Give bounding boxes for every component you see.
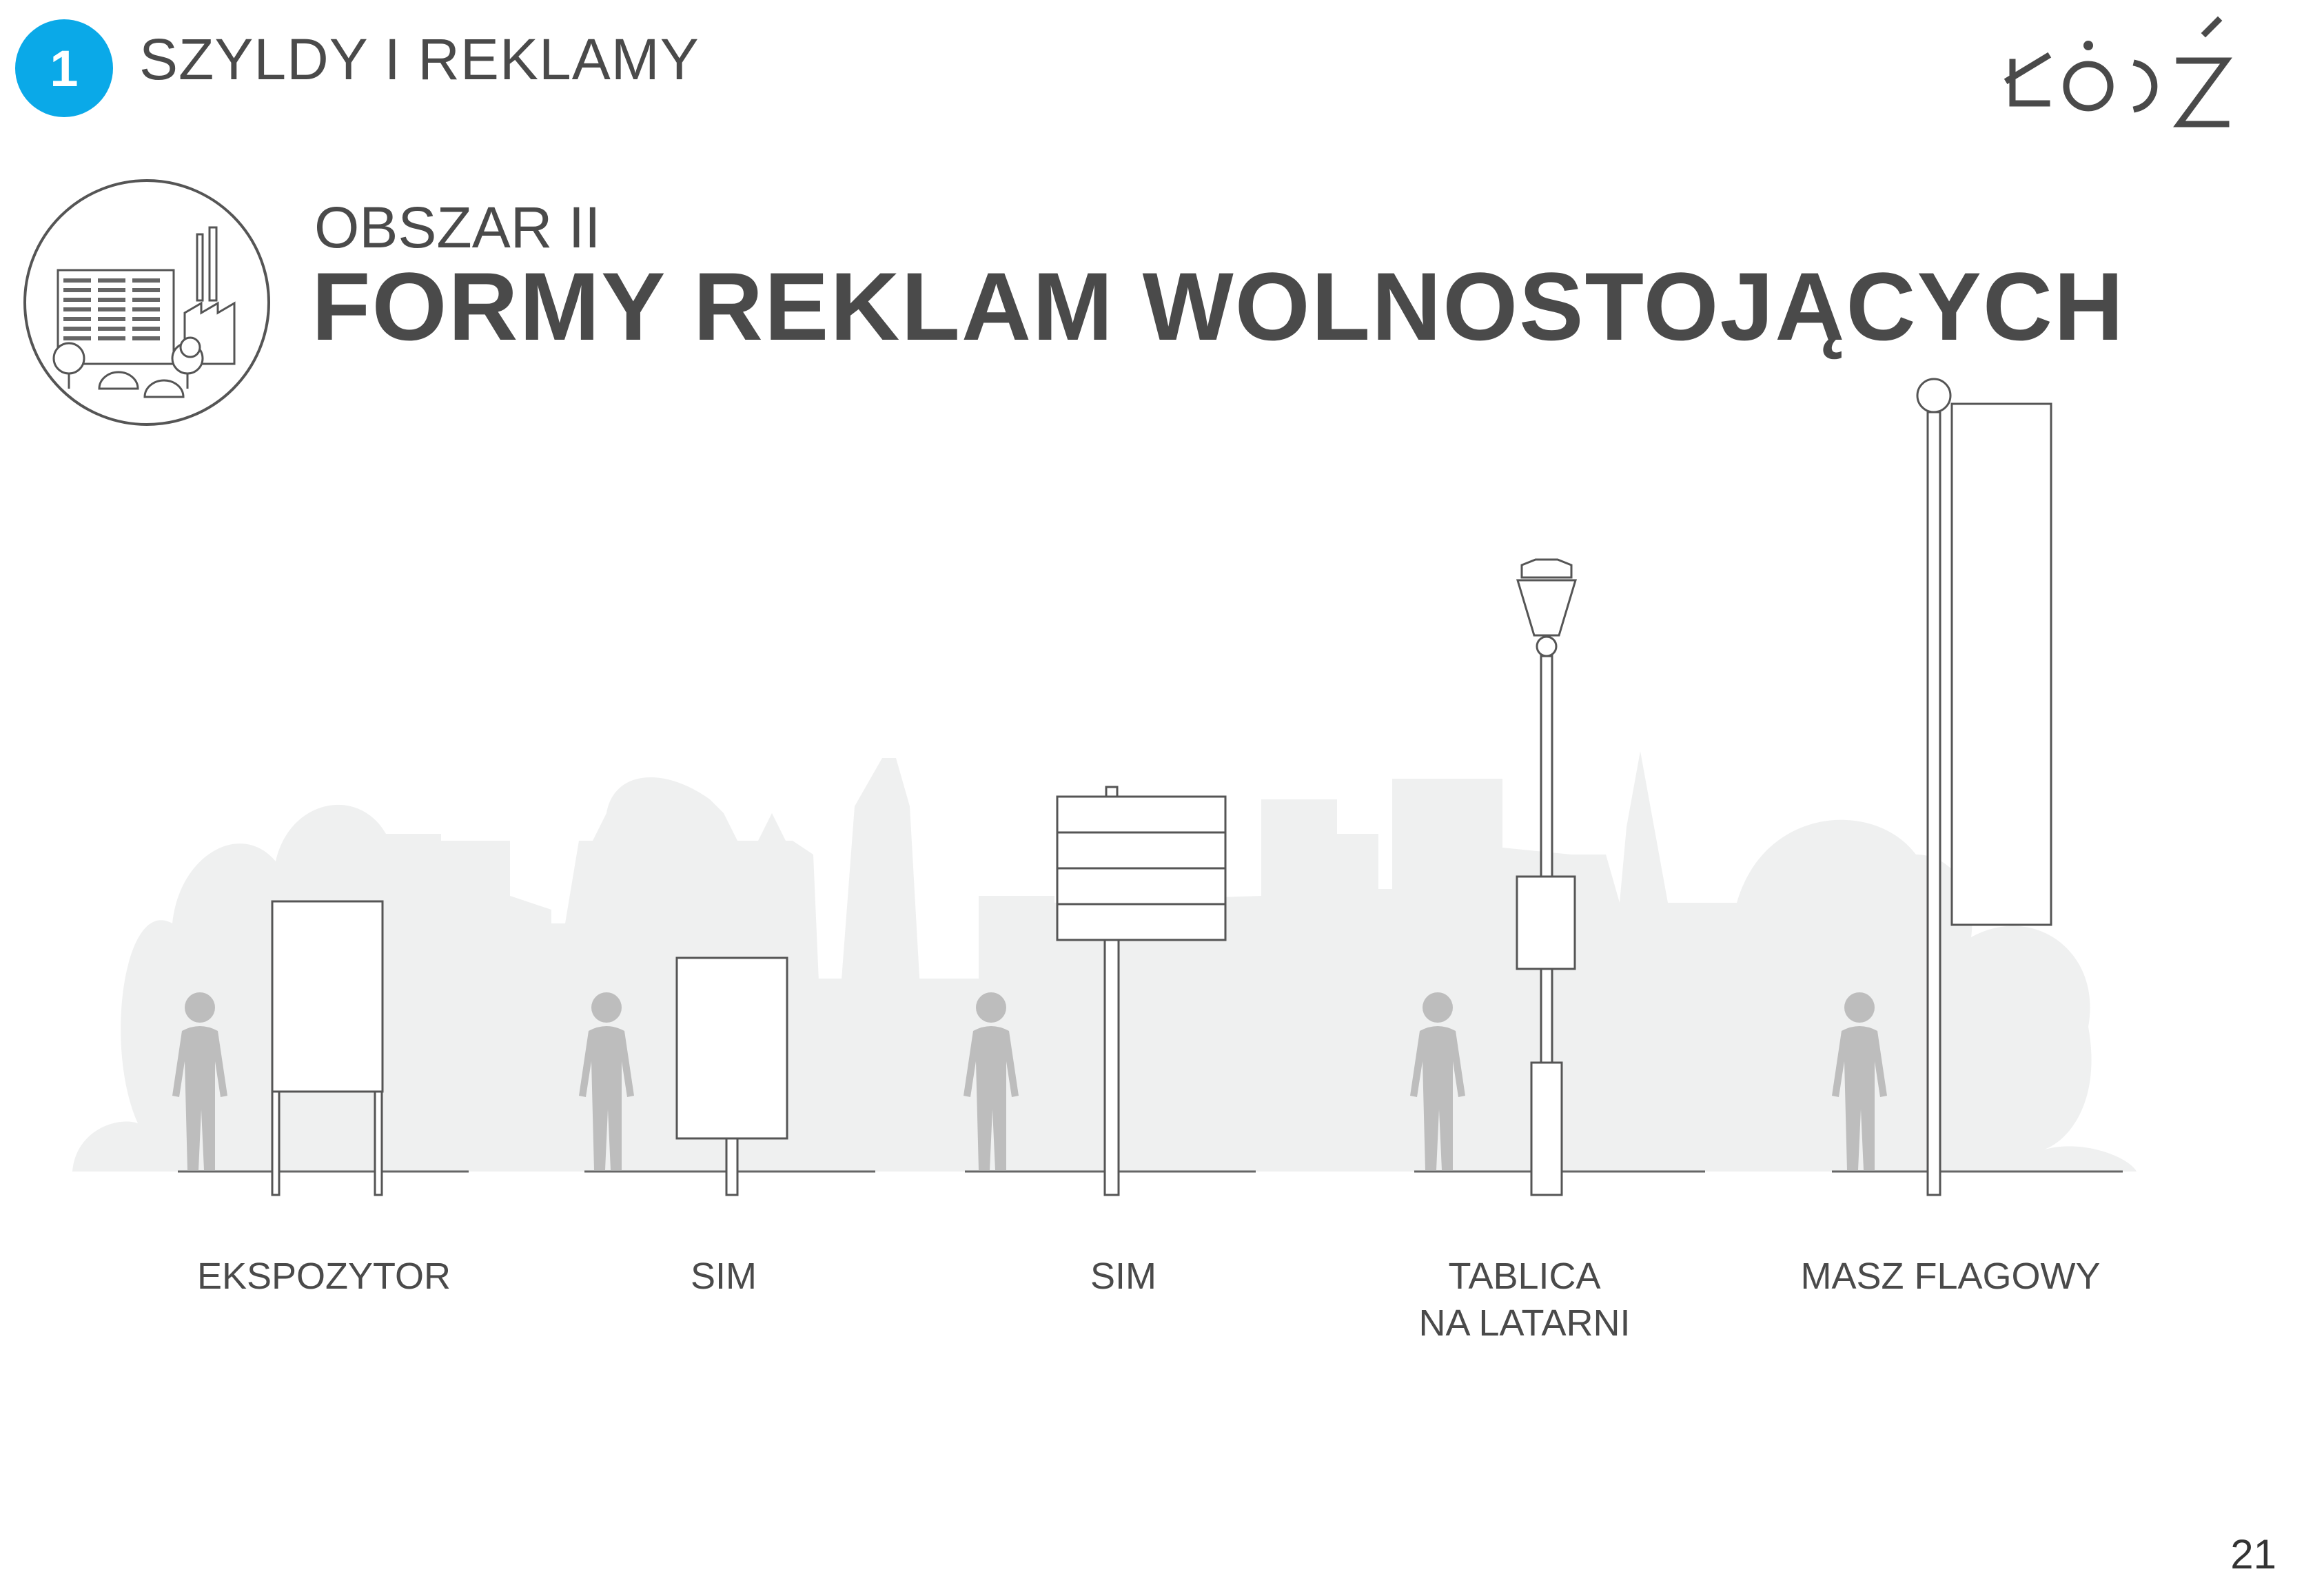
sim-panel-1 <box>675 956 788 1196</box>
person-figure-3 <box>964 992 1019 1170</box>
page-title: FORMY REKLAM WOLNOSTOJĄCYCH <box>312 252 2125 360</box>
freestanding-ads-illustration <box>72 378 2137 1196</box>
caption-sim-1: SIM <box>690 1256 757 1297</box>
flag-mast <box>1916 378 2052 1196</box>
area-subtitle: OBSZAR II <box>314 195 601 260</box>
section-title: SZYLDY I REKLAMY <box>139 27 700 92</box>
expositor-display <box>271 900 384 1196</box>
section-number-badge: 1 <box>15 19 113 117</box>
city-logo <box>2004 16 2232 127</box>
caption-lamp-board: TABLICA NA LATARNI <box>1418 1256 1631 1344</box>
person-figure-2 <box>579 992 634 1170</box>
area-industrial-icon <box>23 179 270 426</box>
caption-sim-2: SIM <box>1090 1256 1157 1297</box>
person-figure-4 <box>1410 992 1465 1170</box>
lamp-post-board <box>1516 558 1578 1196</box>
person-figure-1 <box>172 992 227 1170</box>
sim-panel-2 <box>1056 786 1227 1196</box>
caption-flag-mast: MASZ FLAGOWY <box>1800 1256 2101 1297</box>
caption-expositor: EKSPOZYTOR <box>196 1256 451 1297</box>
page-number: 21 <box>2230 1531 2276 1577</box>
person-figure-5 <box>1832 992 1887 1170</box>
